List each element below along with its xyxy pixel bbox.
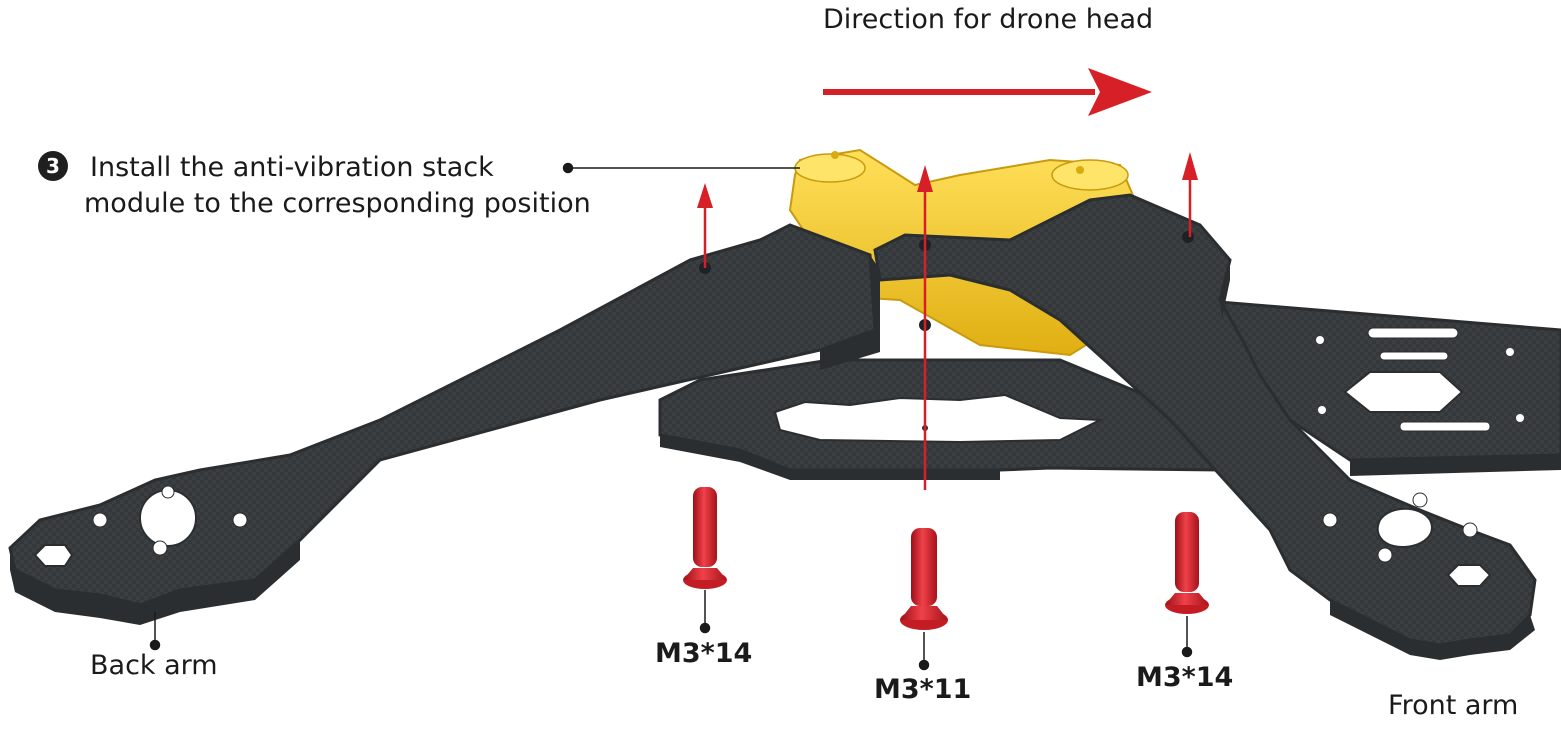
screw-label-center: M3*11 [874,674,972,705]
screw-label-left: M3*14 [655,638,753,669]
step-instruction: Install the anti-vibration stack module … [84,150,591,222]
middle-plate [658,358,1232,480]
front-arm-label: Front arm [1388,690,1519,721]
step-instruction-line-2: module to the corresponding position [84,188,591,219]
back-arm-plate [8,223,931,625]
direction-label: Direction for drone head [823,4,1154,35]
step-number-badge: 3 [38,151,68,181]
front-arm-plate [873,193,1537,660]
screw-m3-14-left [683,487,727,589]
back-arm-label: Back arm [90,650,218,681]
screw-label-right: M3*14 [1136,662,1234,693]
direction-arrow [823,68,1152,116]
screw-m3-14-right [1165,512,1209,614]
step-instruction-line-1: Install the anti-vibration stack [90,152,494,183]
bottom-plate [1191,298,1561,476]
screw-m3-11-center [900,528,948,630]
screw-guide-arrows [697,152,1198,490]
leader-lines [149,162,1193,671]
